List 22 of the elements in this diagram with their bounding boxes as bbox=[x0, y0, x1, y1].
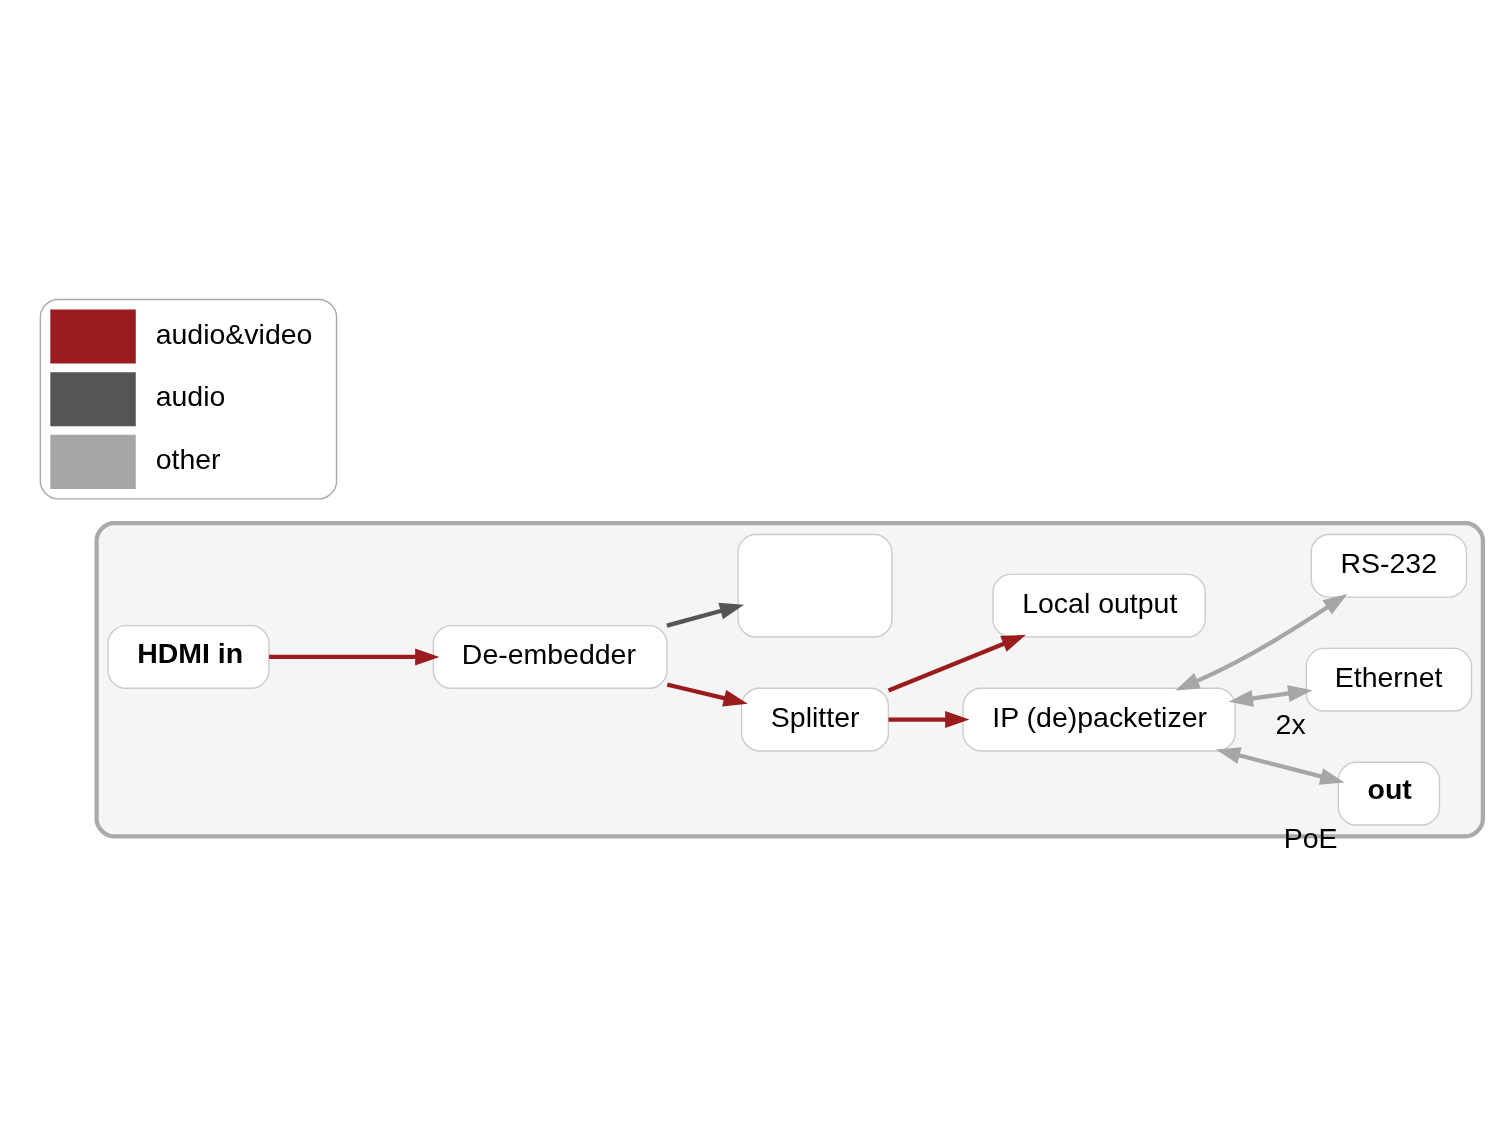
arrow bbox=[269, 648, 440, 666]
arrow bbox=[1228, 685, 1313, 707]
node-label: 2x bbox=[1275, 707, 1306, 740]
arrow bbox=[1175, 593, 1348, 691]
node-box: Splitter bbox=[740, 687, 890, 752]
arrow bbox=[887, 634, 1026, 693]
arrow bbox=[666, 682, 748, 707]
legend-label: audio&video bbox=[155, 317, 313, 350]
node-box: IP (de)packetizer bbox=[962, 687, 1236, 752]
legend-label: audio bbox=[155, 380, 226, 413]
node-box: out bbox=[1337, 761, 1441, 826]
legend-label: other bbox=[155, 442, 221, 475]
arrow bbox=[1215, 747, 1345, 785]
node-box: HDMI in bbox=[107, 624, 270, 689]
node-label: PoE bbox=[1283, 821, 1338, 854]
node-box: De-embedder bbox=[432, 624, 668, 689]
arrow bbox=[888, 711, 970, 729]
node-box: Local output bbox=[992, 573, 1206, 638]
node-box bbox=[737, 533, 893, 638]
arrow bbox=[666, 602, 745, 628]
node-box: RS-232 bbox=[1310, 533, 1468, 598]
node-box: Ethernet bbox=[1305, 647, 1473, 712]
